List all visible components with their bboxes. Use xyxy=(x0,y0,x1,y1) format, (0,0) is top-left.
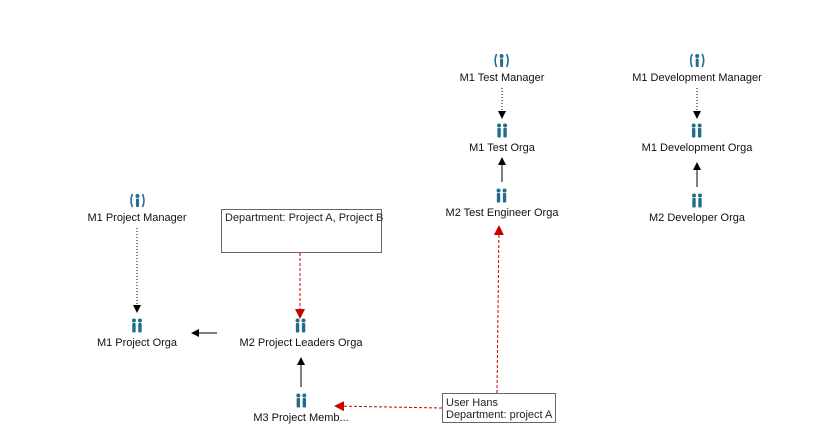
node-label: M1 Test Manager xyxy=(459,72,545,84)
edge-user-note-to-test-engineer xyxy=(493,225,504,394)
user-note-line2: Department: project A xyxy=(446,409,553,421)
role-icon xyxy=(129,193,145,208)
node-m3-project-members[interactable]: M3 Project Memb... xyxy=(253,393,349,424)
group-icon xyxy=(692,193,702,208)
node-m2-developer-orga[interactable]: M2 Developer Orga xyxy=(649,193,745,224)
node-m1-test-orga[interactable]: M1 Test Orga xyxy=(469,123,535,154)
node-m2-project-leaders-orga[interactable]: M2 Project Leaders Orga xyxy=(239,318,363,349)
node-m1-project-manager[interactable]: M1 Project Manager xyxy=(87,193,187,224)
user-note[interactable]: User Hans Department: project A xyxy=(442,393,556,423)
node-m1-development-manager[interactable]: M1 Development Manager xyxy=(632,53,762,84)
group-icon xyxy=(295,393,306,408)
node-label: M2 Developer Orga xyxy=(649,212,745,224)
group-icon xyxy=(295,318,306,333)
group-icon xyxy=(496,123,507,138)
node-label: M1 Project Manager xyxy=(87,212,187,224)
node-label: M1 Test Orga xyxy=(469,142,535,154)
group-icon xyxy=(496,188,507,203)
node-m1-project-orga[interactable]: M1 Project Orga xyxy=(97,318,177,349)
node-label: M1 Development Manager xyxy=(632,72,762,84)
department-note[interactable]: Department: Project A, Project B xyxy=(221,209,384,253)
department-note-text: Department: Project A, Project B xyxy=(225,212,384,224)
node-label: M2 Project Leaders Orga xyxy=(239,337,363,349)
edge-user-note-to-project-members xyxy=(334,401,443,412)
node-m2-test-engineer-orga[interactable]: M2 Test Engineer Orga xyxy=(445,188,559,219)
node-label: M1 Project Orga xyxy=(96,337,178,349)
node-m1-test-manager[interactable]: M1 Test Manager xyxy=(459,53,545,84)
node-label: M3 Project Memb... xyxy=(253,412,349,424)
user-note-line1: User Hans xyxy=(446,397,498,409)
role-icon xyxy=(689,53,705,68)
node-m1-development-orga[interactable]: M1 Development Orga xyxy=(641,123,753,154)
node-label: M1 Development Orga xyxy=(641,142,753,154)
group-icon xyxy=(691,123,702,138)
group-icon xyxy=(132,318,142,333)
role-icon xyxy=(494,53,510,68)
node-label: M2 Test Engineer Orga xyxy=(445,207,559,219)
